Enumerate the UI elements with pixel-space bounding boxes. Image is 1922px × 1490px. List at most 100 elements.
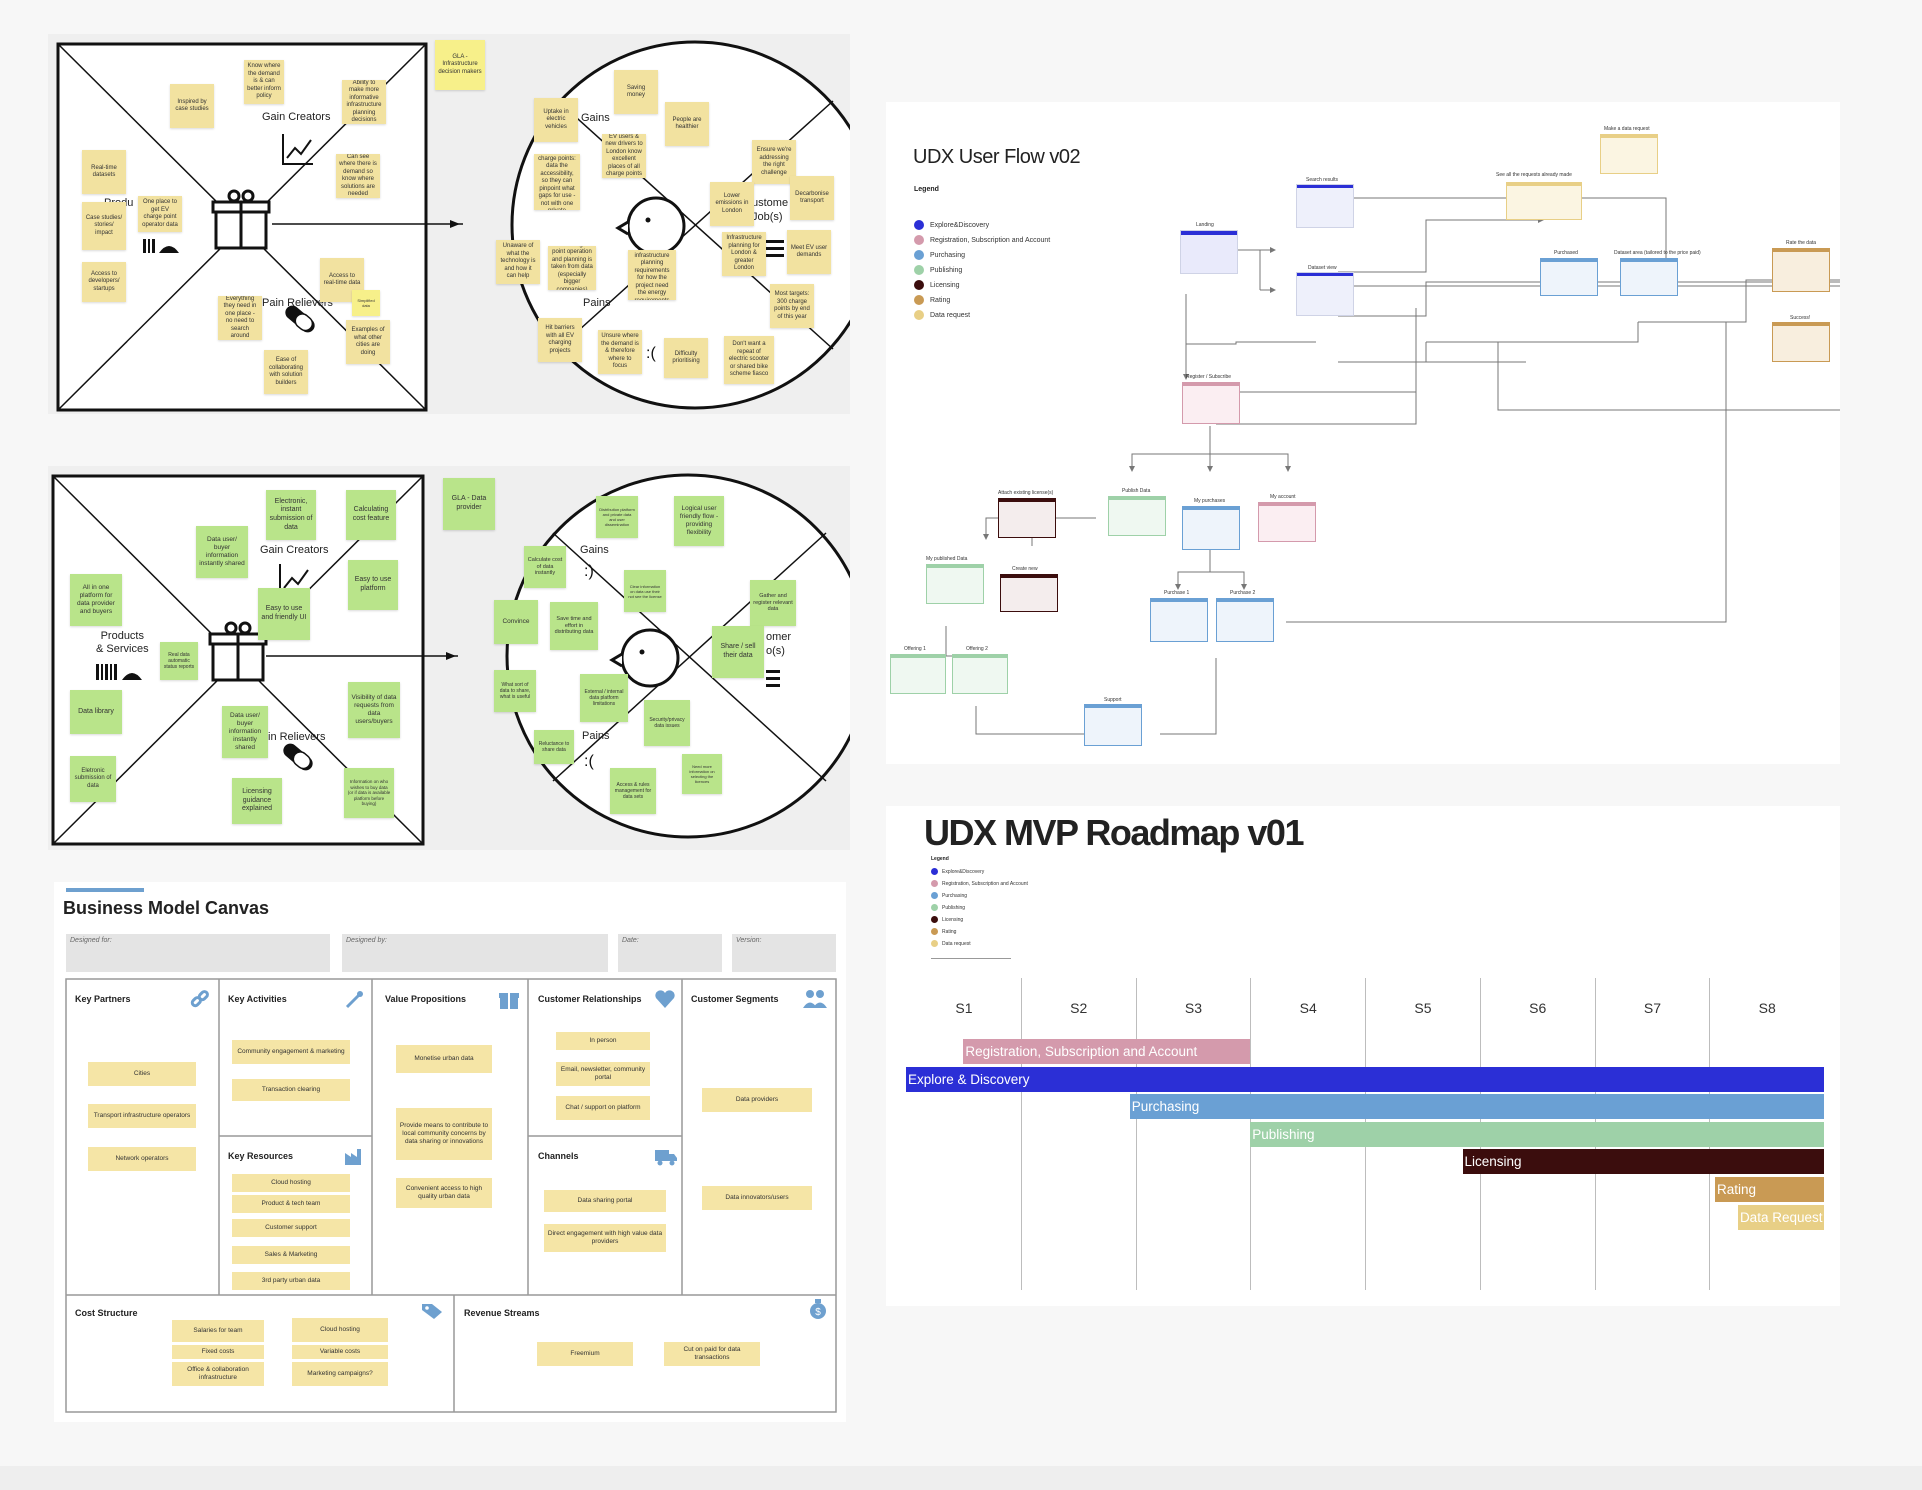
flow-node-label: Offering 1 xyxy=(904,646,926,652)
bmc-value-proposition-item: Monetise urban data xyxy=(396,1045,492,1073)
sticky-note: Calculating cost feature xyxy=(346,490,396,540)
bmc-key-activities-header: Key Activities xyxy=(228,994,287,1004)
flow-screen-see-requests[interactable] xyxy=(1506,182,1582,220)
roadmap-bar: Data Request xyxy=(1737,1204,1824,1230)
flow-screen-purchase2[interactable] xyxy=(1216,598,1274,642)
flow-screen-attach-license[interactable] xyxy=(998,498,1056,538)
flow-legend-item: Licensing xyxy=(914,280,960,290)
flow-screen-create-new[interactable] xyxy=(1000,574,1058,612)
sticky-note: Eletronic submission of data xyxy=(70,756,116,802)
flow-screen-success[interactable] xyxy=(1772,322,1830,362)
flow-screen-search-results[interactable] xyxy=(1296,184,1354,228)
sticky-note: What sort of data to share, what is usef… xyxy=(494,670,536,712)
sprint-label: S7 xyxy=(1643,1000,1661,1016)
bmc-value-propositions-header: Value Propositions xyxy=(385,994,467,1004)
flow-screen-dataset-view[interactable] xyxy=(1296,272,1354,316)
legend-swatch xyxy=(914,220,924,230)
sticky-note: Better picture of London's charge points… xyxy=(534,154,580,210)
flow-screen-rate[interactable] xyxy=(1772,248,1830,292)
flow-node-label: Search results xyxy=(1306,177,1338,183)
sticky-note: Gather and register relevant data xyxy=(750,580,796,626)
sticky-note: Need more information on selecting the l… xyxy=(682,754,722,794)
sticky-note: Examples of what other cities are doing xyxy=(346,320,390,364)
legend-label: Data request xyxy=(942,940,971,947)
flow-node-label: Purchase 1 xyxy=(1164,590,1190,596)
sticky-note: Logical user friendly flow - providing f… xyxy=(674,496,724,546)
svg-text:$: $ xyxy=(815,1307,821,1318)
flow-node-label: Support xyxy=(1104,697,1122,703)
svg-text::(: :( xyxy=(584,753,594,770)
sprint-label: S6 xyxy=(1529,1000,1547,1016)
flow-node-label: Landing xyxy=(1196,222,1214,228)
sprint-label: S5 xyxy=(1414,1000,1432,1016)
flow-screen-support[interactable] xyxy=(1084,704,1142,746)
sticky-note: Inspired by case studies xyxy=(170,84,214,128)
bmc-key-activity-item: Transaction clearing xyxy=(232,1079,350,1101)
flow-screen-make-request[interactable] xyxy=(1600,134,1658,174)
roadmap-bar: Purchasing xyxy=(1129,1094,1824,1120)
flow-panel xyxy=(886,102,1840,764)
factory-icon xyxy=(345,1149,361,1165)
legend-label: Explore&Discovery xyxy=(942,868,985,875)
flow-title: UDX User Flow v02 xyxy=(913,146,1081,168)
flow-legend-item: Registration, Subscription and Account xyxy=(914,235,1050,245)
legend-swatch xyxy=(914,280,924,290)
legend-swatch xyxy=(931,940,938,947)
flow-screen-purchased[interactable] xyxy=(1540,258,1598,296)
vpc2-gains: Gains xyxy=(580,544,609,556)
flow-screen-my-published[interactable] xyxy=(926,564,984,604)
bmc-key-resource-item: Product & tech team xyxy=(232,1195,350,1213)
sticky-note: Data user/ buyer information instantly s… xyxy=(196,526,248,578)
bmc-revenue-item: Cut on paid for data transactions xyxy=(664,1342,760,1366)
sticky-note: Hit barriers with all EV charging projec… xyxy=(538,318,582,362)
bmc-revenue-item: Freemium xyxy=(537,1342,633,1366)
bmc-key-resources-header: Key Resources xyxy=(228,1151,294,1161)
vpc2-gain-creators: Gain Creators xyxy=(260,544,329,556)
bmc-designed-for-field[interactable]: Designed for: xyxy=(66,934,330,972)
heart-icon xyxy=(655,990,675,1008)
flow-screen-offering1[interactable] xyxy=(890,654,946,694)
bmc-designed-by-field[interactable]: Designed by: xyxy=(342,934,608,972)
flow-screen-purchase1[interactable] xyxy=(1150,598,1208,642)
sticky-note: Information on who wishes to buy data (o… xyxy=(344,768,394,818)
vpc2-pain-relievers: in Relievers xyxy=(268,731,326,743)
sticky-note: Ensure we're addressing the right challe… xyxy=(752,140,796,184)
flow-node-label: Dataset view xyxy=(1308,265,1337,271)
bmc-date-field[interactable]: Date: xyxy=(618,934,722,972)
flow-legend-item: Explore&Discovery xyxy=(914,220,989,230)
flow-screen-publish[interactable] xyxy=(1108,496,1166,536)
flow-screen-offering2[interactable] xyxy=(952,654,1008,694)
bmc-cost-item: Salaries for team xyxy=(172,1320,264,1342)
sticky-note: Access to developers/ startups xyxy=(82,262,126,302)
flow-screen-my-account[interactable] xyxy=(1258,502,1316,542)
users-icon xyxy=(803,990,827,1008)
flow-node-label: Create new xyxy=(1012,566,1038,572)
sticky-note: Clear information on data use their not … xyxy=(624,570,666,612)
roadmap-legend-item: Registration, Subscription and Account xyxy=(931,880,1028,887)
flow-screen-my-purchases[interactable] xyxy=(1182,506,1240,550)
flow-node-label: See all the requests already made xyxy=(1496,172,1572,178)
bmc-cost-structure-header: Cost Structure xyxy=(75,1308,138,1318)
flow-node-label: Offering 2 xyxy=(966,646,988,652)
sticky-note: Visibility of data requests from data us… xyxy=(348,682,400,738)
sprint-label: S2 xyxy=(1070,1000,1088,1016)
bmc-key-partner-item: Transport infrastructure operators xyxy=(88,1104,196,1128)
bmc-value-proposition-item: Convenient access to high quality urban … xyxy=(396,1178,492,1208)
flow-node-label: Register / Subscribe xyxy=(1186,374,1232,380)
vpc1-customer-jobs: ustome Job(s) xyxy=(752,197,789,224)
flow-legend-item: Data request xyxy=(914,310,970,320)
flow-screen-dataset-area[interactable] xyxy=(1620,258,1678,296)
legend-label: Explore&Discovery xyxy=(930,221,990,229)
flow-screen-register[interactable] xyxy=(1182,382,1240,424)
sticky-note: Access & rules management for data sets xyxy=(610,768,656,814)
roadmap-legend-item: Rating xyxy=(931,928,956,935)
bmc-key-resource-item: 3rd party urban data xyxy=(232,1272,350,1290)
legend-label: Data request xyxy=(930,311,971,319)
vpc2-customer-jobs: omer o(s) xyxy=(766,631,792,658)
sticky-note: Can see where there is demand so know wh… xyxy=(336,154,380,198)
flow-screen-landing[interactable] xyxy=(1180,230,1238,274)
bmc-version-field[interactable]: Version: xyxy=(732,934,836,972)
flow-node-label: Attach existing license(s) xyxy=(998,490,1054,496)
flow-node-label: Purchased xyxy=(1554,250,1578,256)
sprint-label: S8 xyxy=(1758,1000,1776,1016)
